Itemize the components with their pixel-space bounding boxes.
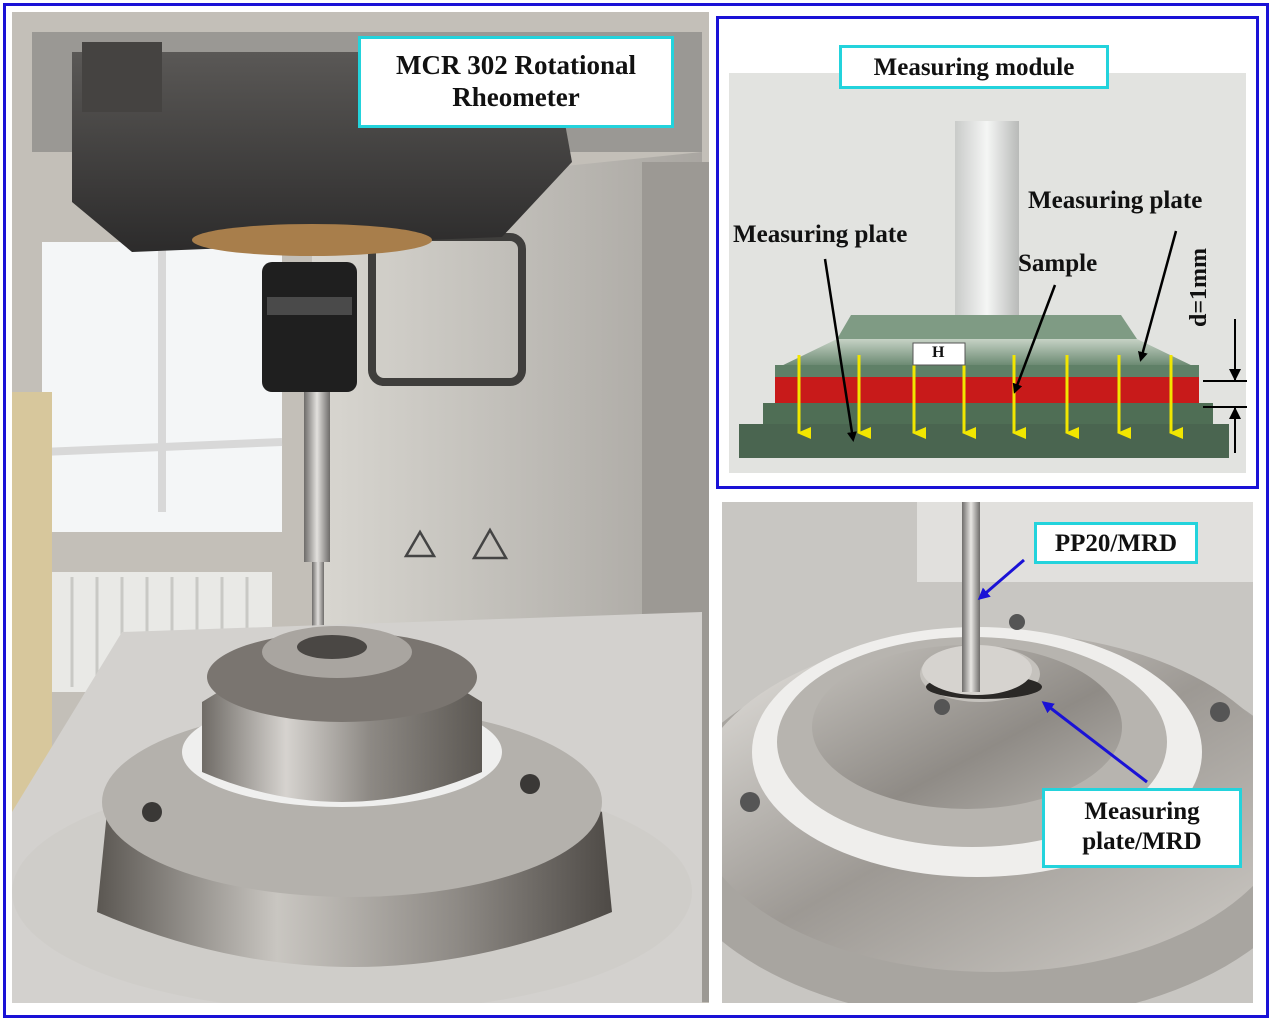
measuring-plate-left-label: Measuring plate (733, 221, 908, 248)
gap-dimension-label: d=1mm (1186, 247, 1213, 328)
rheometer-title-label: MCR 302 Rotational Rheometer (358, 36, 674, 128)
measuring-plate-mrd-line2: plate/MRD (1082, 828, 1202, 855)
measuring-plate-mrd-label: Measuring plate/MRD (1042, 788, 1242, 868)
closeup-photo: PP20/MRD Measuring plate/MRD (722, 502, 1253, 1003)
pp20-label: PP20/MRD (1034, 522, 1198, 564)
rheometer-photo: MCR 302 Rotational Rheometer (12, 12, 709, 1003)
module-schematic (719, 19, 1256, 486)
measuring-plate-mrd-line1: Measuring (1084, 798, 1200, 825)
closeup-illustration (722, 502, 1253, 1003)
module-title-label: Measuring module (839, 45, 1109, 89)
outer-frame (3, 3, 1269, 1018)
sample-label: Sample (1018, 250, 1098, 277)
rheometer-title-line2: Rheometer (452, 82, 580, 113)
measuring-plate-right-label: Measuring plate (1028, 187, 1203, 214)
h-label: H (932, 344, 945, 361)
measuring-module-diagram: Measuring module Measuring plate Measuri… (716, 16, 1259, 489)
rheometer-illustration (12, 12, 709, 1003)
rheometer-title-line1: MCR 302 Rotational (396, 50, 636, 80)
